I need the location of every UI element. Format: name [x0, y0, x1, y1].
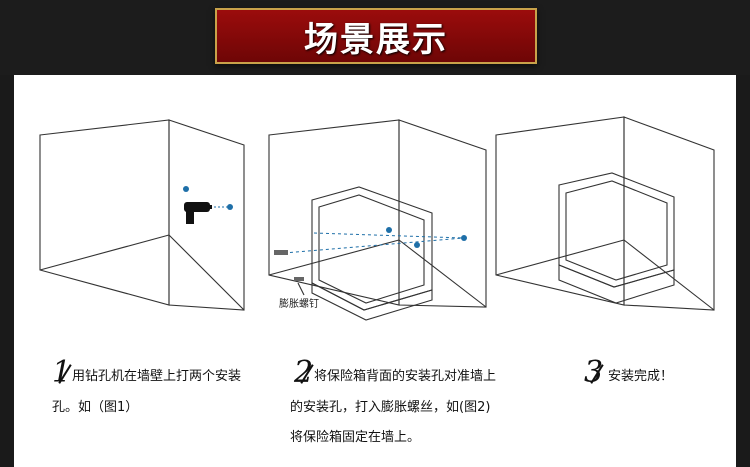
drill-icon [184, 202, 212, 224]
mount-hole-marker [414, 242, 420, 248]
step-2-line-2: 的安装孔，打入膨胀螺丝，如(图2) [290, 400, 491, 415]
expansion-bolt-label: 膨胀螺钉 [279, 297, 319, 310]
drill-hole-marker [183, 186, 189, 192]
page-title: 场景展示 [304, 19, 448, 60]
step-number: 3 [584, 355, 604, 390]
step-2-line-1: 将保险箱背面的安装孔对准墙上 [314, 369, 497, 384]
expansion-bolt-icon [274, 250, 304, 281]
content-panel: 膨胀螺钉 1 用钻孔机在墙壁上打两个安装 孔。如（图1） 2 将保险箱背面的安装… [14, 75, 736, 467]
step-1-line-2: 孔。如（图1） [52, 400, 139, 415]
step-number: 1 [52, 355, 72, 390]
step-3-line-1: 安装完成！ [608, 369, 674, 384]
mount-hole-marker [386, 227, 392, 233]
scene-2-mounting [268, 119, 487, 321]
drill-hole-marker [227, 204, 233, 210]
step-2-line-3: 将保险箱固定在墙上。 [290, 430, 421, 445]
scene-3-installed [495, 116, 715, 311]
title-banner: 场景展示 [215, 8, 537, 64]
scene-illustrations: 膨胀螺钉 [39, 116, 715, 321]
step-1-line-1: 用钻孔机在墙壁上打两个安装 [72, 369, 242, 384]
scene-1-wall-drilling [39, 119, 245, 311]
mount-hole-marker [461, 235, 467, 241]
step-number: 2 [294, 355, 314, 390]
